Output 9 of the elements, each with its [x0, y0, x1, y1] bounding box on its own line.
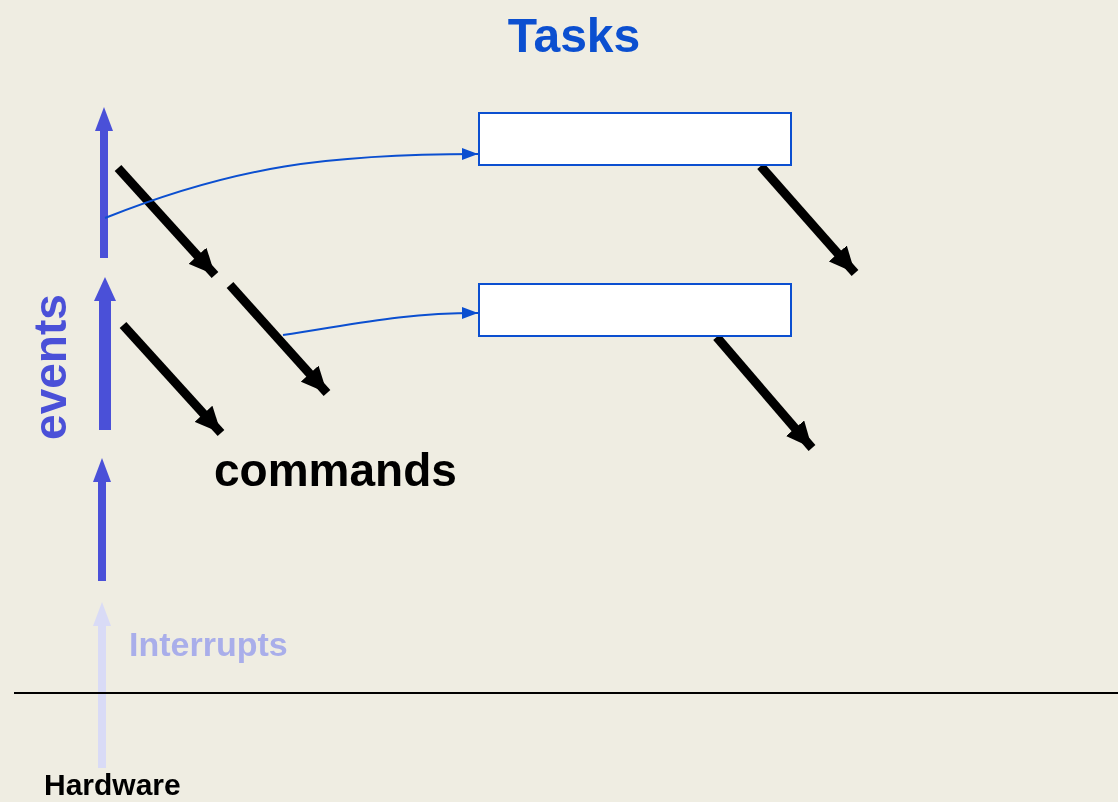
task-box [478, 283, 792, 337]
arrow [282, 307, 479, 336]
label: Hardware [44, 768, 181, 802]
title: Tasks [506, 8, 642, 63]
axis-label: events [23, 293, 77, 442]
task-box [478, 112, 792, 166]
label: Interrupts [129, 625, 288, 664]
arrow [104, 148, 479, 219]
label: commands [214, 443, 457, 497]
